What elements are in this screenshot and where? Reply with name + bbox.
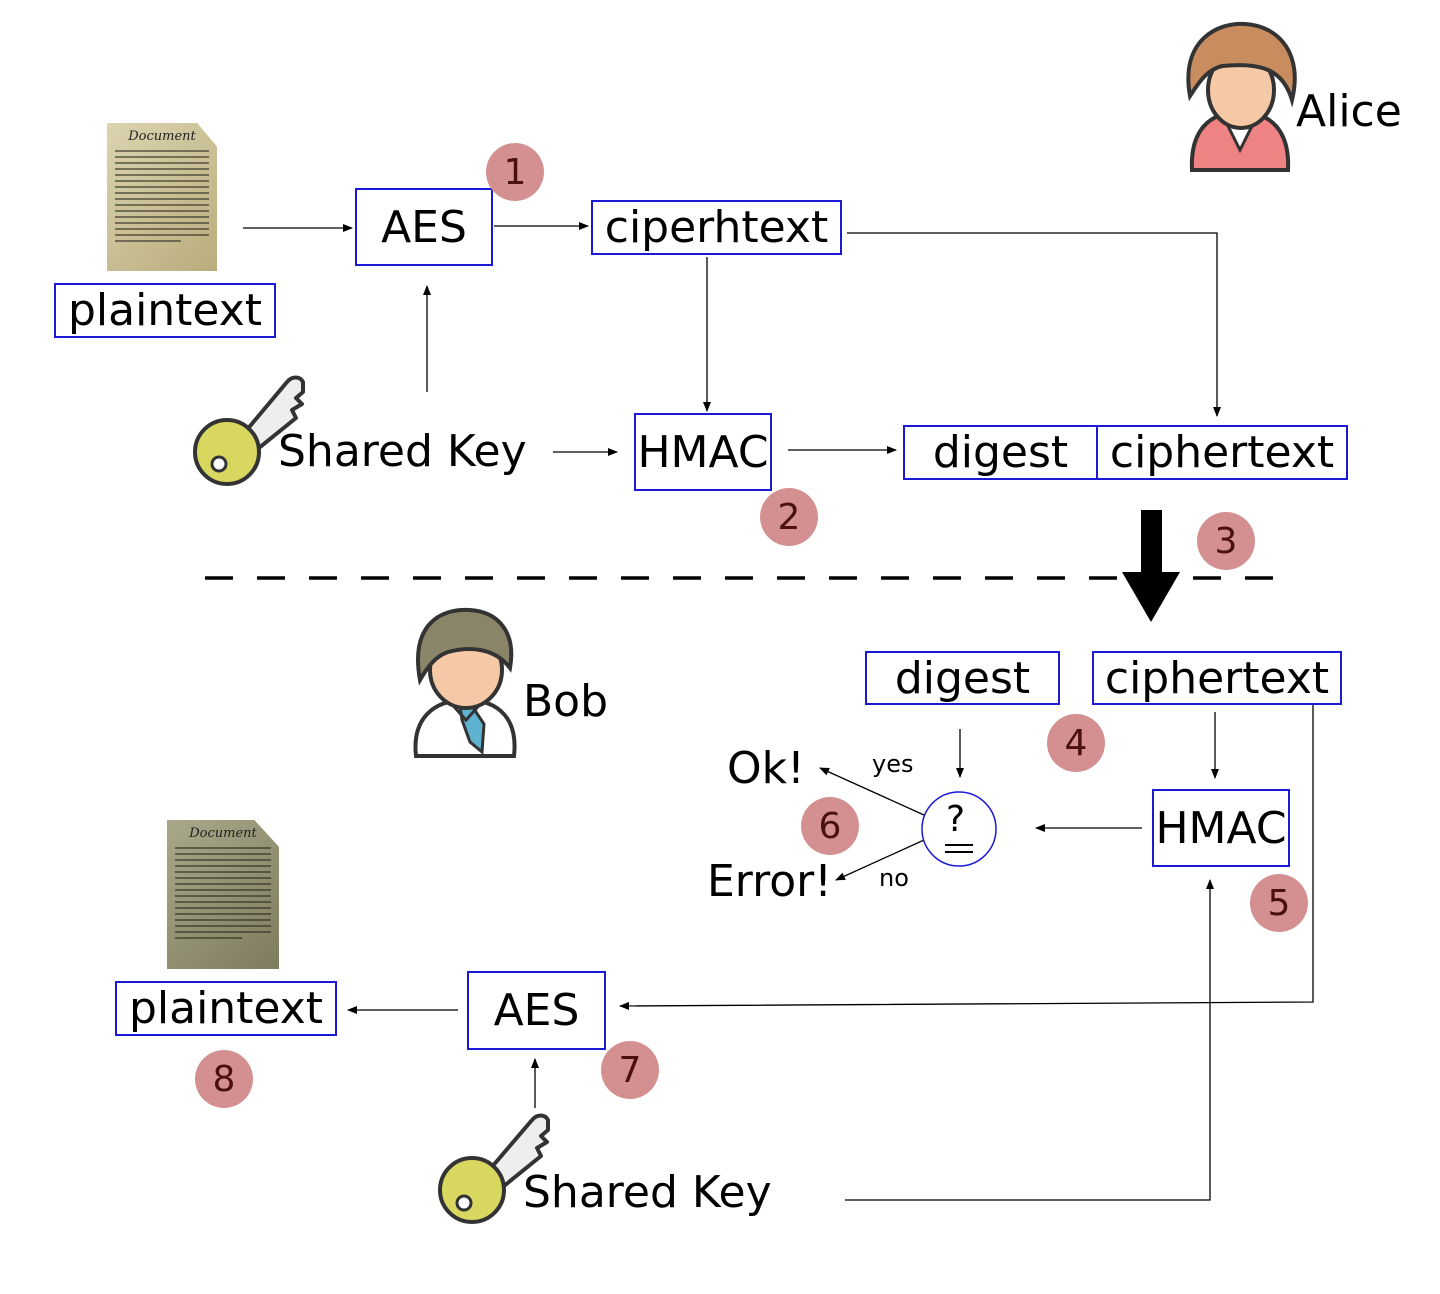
digest-box-alice: digest: [903, 425, 1098, 480]
no-label: no: [879, 864, 909, 892]
shared-key-label-bob: Shared Key: [523, 1167, 772, 1218]
step-badge-3: 3: [1197, 512, 1255, 570]
plaintext-box-alice: plaintext: [54, 283, 276, 338]
step-badge-6: 6: [801, 797, 859, 855]
alice-avatar-icon: [1186, 21, 1297, 172]
plaintext-label: plaintext: [128, 983, 324, 1034]
aes-box-alice: AES: [355, 188, 493, 266]
document-title: Document: [128, 129, 196, 144]
hmac-box-bob: HMAC: [1152, 789, 1290, 867]
document-icon-bob: Document: [167, 820, 279, 969]
ciphertext-packet-label: ciphertext: [1109, 427, 1335, 478]
digest-label: digest: [932, 427, 1069, 478]
document-title: Document: [189, 826, 257, 841]
plaintext-box-bob: plaintext: [115, 981, 337, 1036]
ciphertext-label: ciphertext: [1104, 652, 1330, 704]
digest-box-bob: digest: [865, 651, 1060, 705]
digest-label: digest: [894, 652, 1031, 704]
aes-label: AES: [493, 985, 580, 1036]
document-text-lines: [115, 150, 209, 242]
step-badge-7: 7: [601, 1041, 659, 1099]
ciphertext-packet-box-alice: ciphertext: [1096, 425, 1348, 480]
step-badge-2: 2: [760, 488, 818, 546]
aes-box-bob: AES: [467, 971, 606, 1050]
step-badge-8: 8: [195, 1050, 253, 1108]
aes-label: AES: [381, 201, 467, 253]
bob-name: Bob: [523, 676, 609, 727]
transmission-arrow: [1122, 510, 1180, 622]
yes-label: yes: [872, 750, 914, 778]
ciphertext-box-alice: ciperhtext: [591, 200, 842, 255]
document-icon-alice: Document: [107, 123, 217, 271]
alice-name: Alice: [1296, 86, 1402, 137]
compare-circle: [921, 791, 997, 867]
shared-key-label-alice: Shared Key: [278, 426, 527, 477]
ciphertext-label: ciperhtext: [604, 202, 829, 253]
error-label: Error!: [707, 856, 832, 907]
arrow-key-to-hmac-bob: [845, 879, 1214, 1201]
hmac-label: HMAC: [1155, 802, 1287, 854]
arrow-compare-to-error: [835, 839, 925, 881]
compare-symbol: ?: [946, 799, 966, 840]
step-badge-5: 5: [1250, 874, 1308, 932]
hmac-box-alice: HMAC: [634, 413, 772, 491]
bob-avatar-icon: [413, 607, 517, 758]
step-badge-1: 1: [486, 143, 544, 201]
ok-label: Ok!: [727, 743, 805, 794]
key-icon-bob: [438, 1113, 550, 1224]
key-icon-alice: [193, 375, 305, 486]
plaintext-label: plaintext: [67, 285, 263, 336]
step-badge-4: 4: [1047, 714, 1105, 772]
arrow-ciphertext-to-packet: [847, 232, 1221, 417]
arrow-compare-to-ok: [819, 767, 925, 816]
hmac-label: HMAC: [637, 426, 769, 478]
arrow-ciphertext-to-aes-bob: [619, 705, 1314, 1010]
ciphertext-box-bob: ciphertext: [1092, 651, 1342, 705]
document-text-lines: [175, 847, 271, 939]
